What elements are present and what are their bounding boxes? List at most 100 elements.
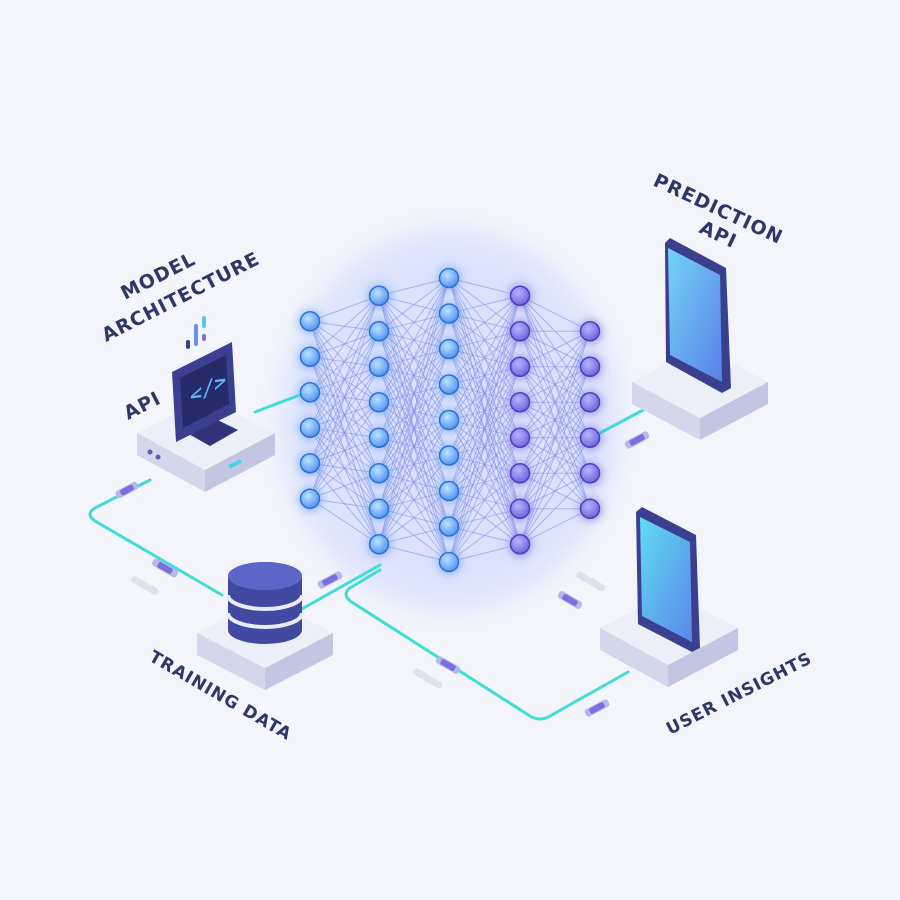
network-edge (309, 295, 380, 499)
network-nodes (299, 267, 601, 573)
network-edge (309, 295, 380, 464)
smartphone-icon (636, 507, 700, 652)
data-packets (115, 431, 650, 717)
connector-training-network (298, 563, 382, 612)
network-edge (448, 472, 521, 563)
network-edge (448, 295, 521, 527)
label-api: API (120, 387, 164, 424)
network-edge (309, 295, 380, 428)
network-edge (448, 295, 521, 314)
network-edge (378, 277, 450, 332)
network-node (438, 551, 460, 573)
network-node (509, 356, 531, 377)
network-edge (378, 543, 450, 563)
user-insights-device[interactable] (600, 507, 738, 687)
network-node (368, 285, 390, 306)
network-edge (519, 330, 591, 403)
network-edge (448, 331, 521, 563)
network-edge (448, 295, 521, 492)
network-node (509, 463, 531, 484)
network-node (438, 480, 460, 502)
network-node (509, 534, 531, 555)
network-edge (378, 277, 450, 509)
network-edge (448, 295, 521, 350)
network-node (299, 382, 321, 403)
network-edge (378, 277, 450, 368)
network-edge (309, 295, 380, 393)
network-node (299, 311, 321, 332)
network-node (299, 417, 321, 438)
database-icon (226, 562, 304, 644)
network-edge (309, 401, 380, 500)
packet (151, 558, 179, 578)
network-node (438, 374, 460, 395)
network-node (579, 427, 601, 448)
network-node (579, 463, 601, 484)
network-node (579, 356, 601, 377)
connector-api-network (253, 391, 307, 414)
network-edge (309, 295, 380, 322)
network-edge (378, 277, 450, 438)
network-edge (519, 472, 591, 545)
network-edge (519, 437, 591, 545)
network-edge (448, 295, 521, 385)
network-edge (309, 498, 380, 545)
network-edge (448, 277, 521, 297)
network-node (368, 392, 390, 413)
api-server[interactable]: </> (137, 316, 275, 492)
connector-network-insights-upper (540, 565, 635, 612)
prediction-api-device[interactable] (632, 238, 768, 440)
network-edge (378, 526, 450, 545)
network-node (579, 498, 601, 519)
network-edge (309, 437, 380, 500)
network-node (368, 498, 390, 519)
network-edge (378, 277, 450, 297)
network-edge (519, 402, 591, 545)
floor-dash (576, 571, 606, 592)
network-edge (519, 508, 591, 545)
network-node (438, 445, 460, 466)
network-node (509, 392, 531, 413)
network-edge (519, 330, 591, 439)
network-edges (309, 277, 591, 563)
network-edge (378, 277, 450, 403)
network-node (509, 321, 531, 342)
packet (435, 656, 461, 674)
network-edge (309, 472, 380, 500)
network-edge (309, 331, 380, 499)
network-edge (309, 498, 380, 510)
network-node (299, 346, 321, 367)
network-edge (519, 295, 591, 332)
network-edge (448, 295, 521, 421)
network-edge (448, 437, 521, 563)
packet (317, 571, 343, 589)
network-node (509, 498, 531, 519)
network-edge (519, 331, 591, 545)
network-edge (378, 348, 450, 545)
network-node (299, 488, 321, 509)
network-node (579, 392, 601, 413)
network-node (509, 285, 531, 306)
training-data-node[interactable] (197, 562, 333, 690)
smartphone-icon (665, 238, 731, 393)
network-edge (448, 366, 521, 563)
network-edge (309, 366, 380, 499)
network-node (438, 409, 460, 431)
network-node (438, 303, 460, 324)
network-node (579, 321, 601, 342)
network-edge (448, 402, 521, 563)
network-edge (448, 295, 521, 563)
network-node (299, 453, 321, 474)
network-node (368, 463, 390, 484)
network-edge (448, 543, 521, 563)
network-node (438, 267, 460, 289)
network-edge (378, 419, 450, 545)
network-node (368, 356, 390, 377)
packet (557, 591, 583, 609)
api-platform-left (137, 433, 205, 492)
network-node (368, 427, 390, 448)
network-node (368, 534, 390, 555)
network-edge (378, 277, 450, 545)
